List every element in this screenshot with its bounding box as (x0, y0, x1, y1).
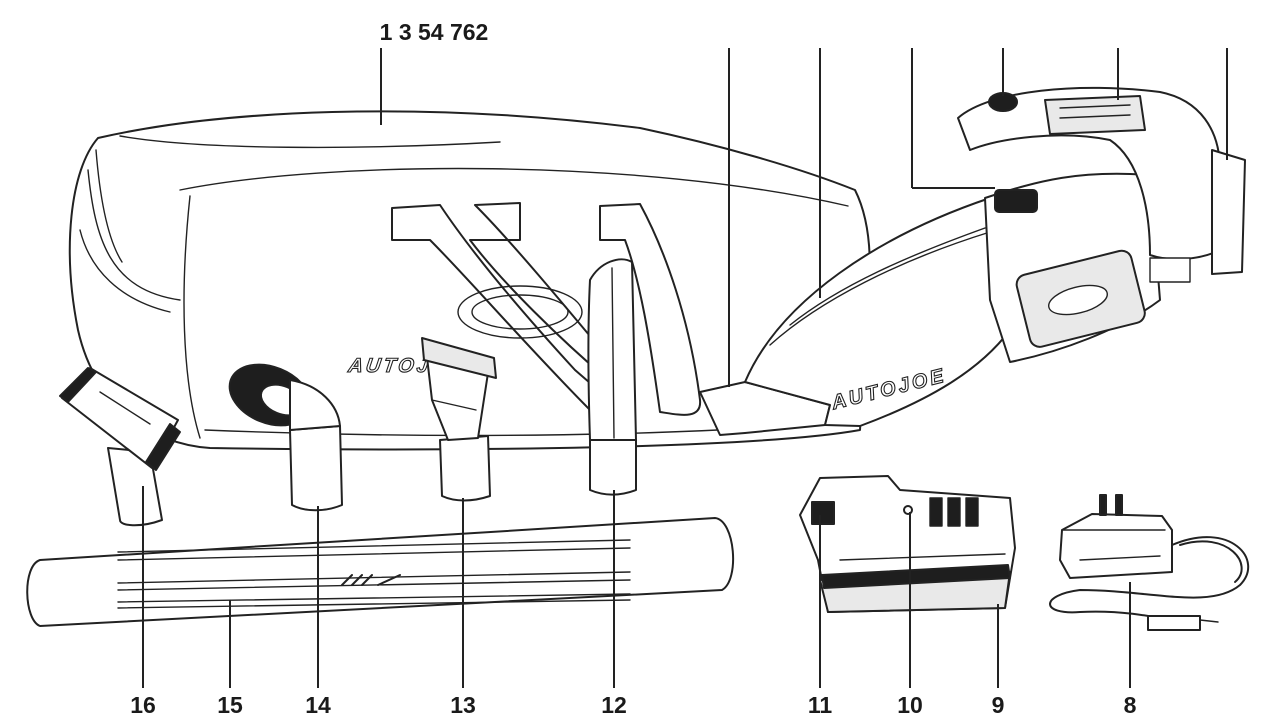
callout-top-group: 1 3 54 762 (380, 19, 489, 45)
bottom-leader-lines (142, 486, 1131, 688)
callout-10: 10 (897, 692, 923, 718)
top-leader-lines (380, 48, 1228, 387)
callout-13: 13 (450, 692, 476, 718)
battery-pack (799, 475, 1016, 613)
callout-11: 11 (808, 692, 833, 718)
extension-tube (26, 517, 735, 627)
callout-14: 14 (305, 692, 331, 718)
callout-12: 12 (601, 692, 627, 718)
callout-16: 16 (130, 692, 156, 718)
callout-9: 9 (992, 692, 1005, 718)
crevice-tool (587, 258, 637, 496)
hand-vacuum: AUTOJOE (699, 86, 1246, 436)
wide-nozzle (421, 337, 497, 502)
callout-8: 8 (1124, 692, 1137, 718)
upholstery-swivel-nozzle (59, 367, 181, 527)
brush-nozzle (228, 363, 343, 512)
charger (1049, 494, 1250, 631)
callout-15: 15 (217, 692, 243, 718)
